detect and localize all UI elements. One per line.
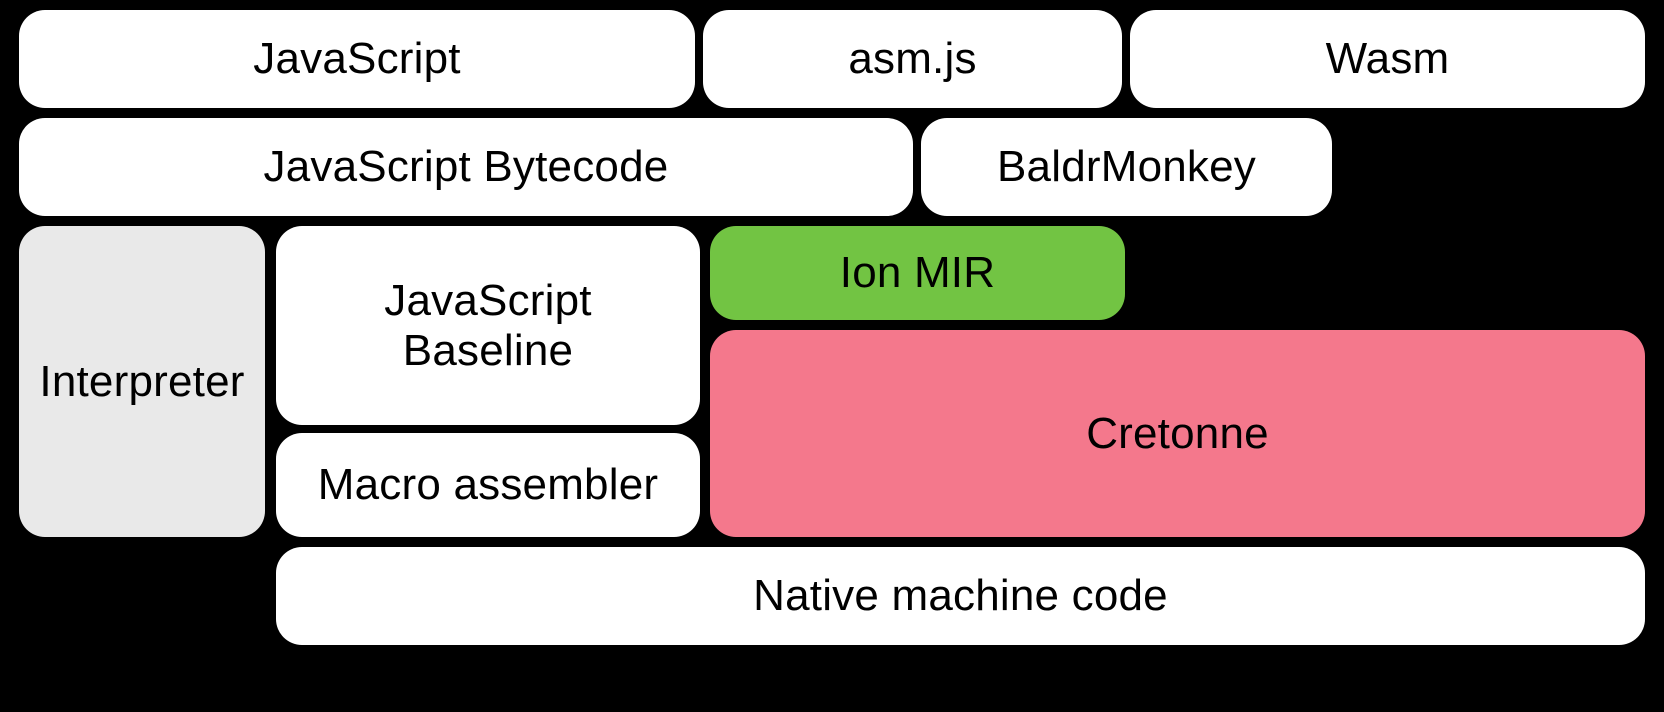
box-javascript-bytecode[interactable]: JavaScript Bytecode xyxy=(19,118,913,216)
box-baldrmonkey[interactable]: BaldrMonkey xyxy=(921,118,1332,216)
box-interpreter[interactable]: Interpreter xyxy=(19,226,265,537)
box-asm-js[interactable]: asm.js xyxy=(703,10,1122,108)
box-ion-mir[interactable]: Ion MIR xyxy=(710,226,1125,320)
box-macro-assembler[interactable]: Macro assembler xyxy=(276,433,700,537)
box-native-machine-code[interactable]: Native machine code xyxy=(276,547,1645,645)
box-javascript[interactable]: JavaScript xyxy=(19,10,695,108)
box-javascript-baseline[interactable]: JavaScript Baseline xyxy=(276,226,700,425)
box-cretonne[interactable]: Cretonne xyxy=(710,330,1645,537)
box-wasm[interactable]: Wasm xyxy=(1130,10,1645,108)
